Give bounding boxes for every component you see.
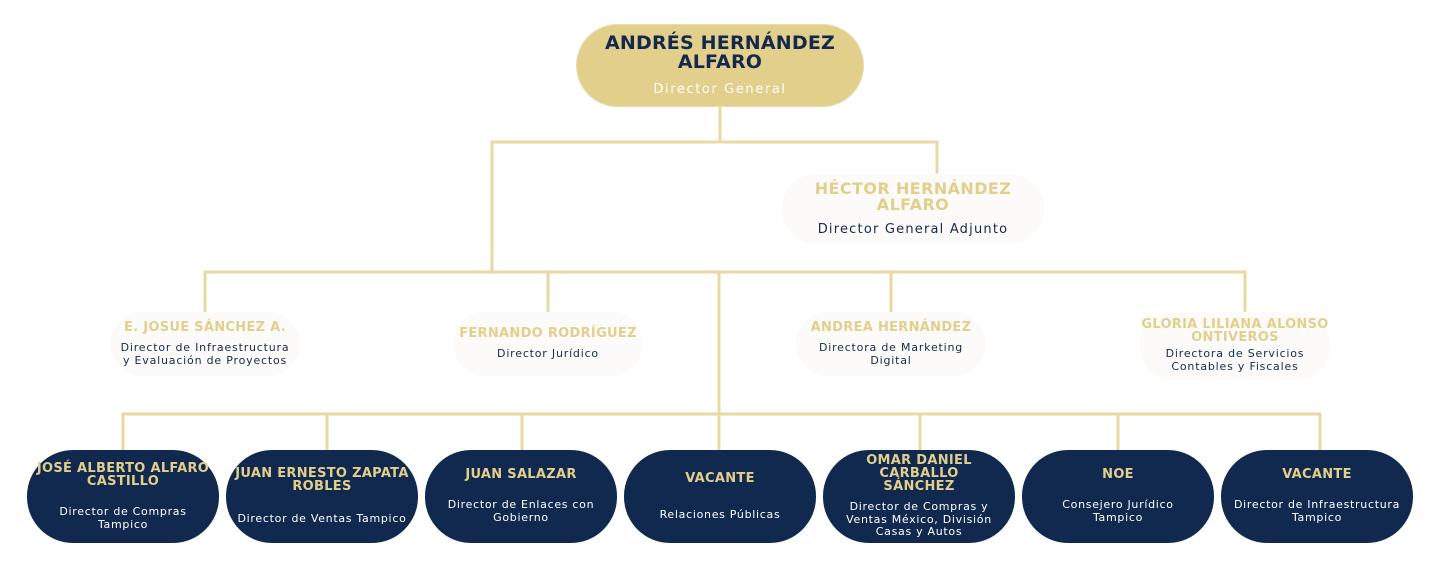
- node-name: VACANTE: [685, 470, 755, 486]
- level3-node-ventas-tampico: JUAN ERNESTO ZAPATA ROBLES Director de V…: [226, 450, 418, 543]
- node-name: JUAN SALAZAR: [465, 467, 577, 483]
- node-role: Director de Infraestructura Tampico: [1233, 498, 1401, 524]
- node-name: VACANTE: [1282, 467, 1352, 483]
- node-name: E. JOSUE SÁNCHEZ A.: [123, 319, 287, 335]
- level3-node-consejero-juridico: NOE Consejero Jurídico Tampico: [1022, 450, 1214, 543]
- level3-node-compras-tampico: JOSÉ ALBERTO ALFARO CASTILLO Director de…: [27, 450, 219, 543]
- director-adjunto-name: HÉCTOR HERNÁNDEZ ALFARO: [814, 178, 1012, 214]
- level2-node-infraestructura: E. JOSUE SÁNCHEZ A. Director de Infraest…: [110, 312, 300, 376]
- node-role: Relaciones Públicas: [659, 507, 781, 521]
- node-role: Director de Compras y Ventas México, Div…: [846, 500, 992, 539]
- node-role: Director de Infraestructura y Evaluación…: [120, 340, 290, 367]
- level2-node-juridico: FERNANDO RODRÍGUEZ Director Jurídico: [453, 312, 643, 376]
- level2-node-marketing: ANDREA HERNÁNDEZ Directora de Marketing …: [796, 312, 986, 376]
- director-general-role: Director General: [653, 81, 787, 97]
- node-role: Directora de Servicios Contables y Fisca…: [1165, 347, 1305, 373]
- level3-node-compras-ventas-mexico: OMAR DANIEL CARBALLO SÁNCHEZ Director de…: [823, 450, 1015, 543]
- node-name: NOE: [1102, 467, 1134, 483]
- director-adjunto-node: HÉCTOR HERNÁNDEZ ALFARO Director General…: [782, 174, 1044, 244]
- level3-node-infraestructura-tampico: VACANTE Director de Infraestructura Tamp…: [1221, 450, 1413, 543]
- node-name: OMAR DANIEL CARBALLO SÁNCHEZ: [866, 453, 972, 495]
- node-role: Director Jurídico: [497, 347, 599, 361]
- node-role: Director de Enlaces con Gobierno: [447, 498, 595, 524]
- node-role: Director de Compras Tampico: [59, 504, 187, 531]
- director-adjunto-role: Director General Adjunto: [817, 221, 1009, 237]
- node-name: JOSÉ ALBERTO ALFARO CASTILLO: [36, 460, 210, 489]
- level3-node-enlaces-gobierno: JUAN SALAZAR Director de Enlaces con Gob…: [425, 450, 617, 543]
- node-name: GLORIA LILIANA ALONSO ONTIVEROS: [1141, 317, 1329, 346]
- director-general-node: ANDRÉS HERNÁNDEZ ALFARO Director General: [576, 24, 864, 107]
- node-role: Director de Ventas Tampico: [237, 512, 407, 526]
- node-role: Directora de Marketing Digital: [818, 340, 964, 367]
- node-name: ANDREA HERNÁNDEZ: [810, 319, 972, 335]
- level3-node-relaciones-publicas: VACANTE Relaciones Públicas: [624, 450, 816, 543]
- director-general-name: ANDRÉS HERNÁNDEZ ALFARO: [604, 31, 836, 73]
- node-role: Consejero Jurídico Tampico: [1062, 498, 1174, 524]
- level2-node-servicios-contables: GLORIA LILIANA ALONSO ONTIVEROS Director…: [1140, 312, 1330, 380]
- node-name: FERNANDO RODRÍGUEZ: [459, 326, 637, 342]
- node-name: JUAN ERNESTO ZAPATA ROBLES: [235, 466, 409, 495]
